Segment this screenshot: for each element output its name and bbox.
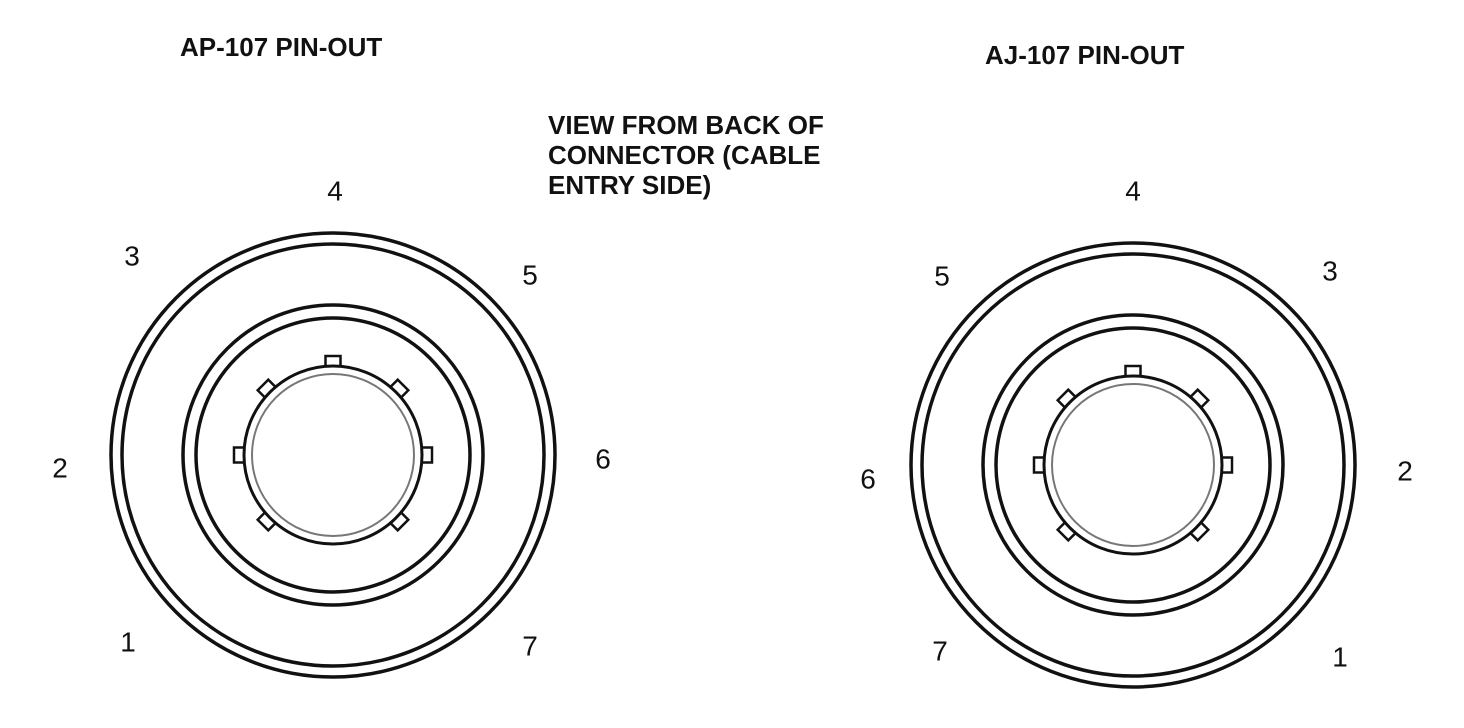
ap107-pin-label-right: 6	[595, 443, 611, 474]
aj107-insert-outer-ring	[981, 313, 1285, 617]
ap107-shell-inner-ring	[120, 242, 546, 668]
aj107-title: AJ-107 PIN-OUT	[985, 40, 1184, 70]
ap107-center-hub-inner	[251, 373, 415, 537]
aj107-shell-inner-ring	[920, 252, 1346, 678]
ap107-pin-labels: 4 5 6 7 1 2 3	[52, 175, 611, 661]
ap107-title: AP-107 PIN-OUT	[180, 32, 382, 62]
ap107-pin-label-upper-right: 5	[522, 259, 538, 290]
aj107-pin-label-lower-right: 1	[1332, 641, 1348, 672]
ap107-insert-inner-ring	[194, 316, 472, 594]
aj107-insert-inner-ring	[994, 326, 1272, 604]
ap107-shell-outer-ring	[109, 231, 557, 679]
view-note-line-1: VIEW FROM BACK OF	[548, 110, 824, 140]
ap107-insert-outer-ring	[181, 303, 485, 607]
aj107-pin-label-upper-left: 5	[934, 260, 950, 291]
aj107-pin-label-right: 2	[1397, 455, 1413, 486]
aj107-pin-label-upper-right: 3	[1322, 255, 1338, 286]
ap107-pin-label-lower-right: 7	[522, 630, 538, 661]
ap107-pin-label-left: 2	[52, 452, 68, 483]
aj107-center-hub	[1042, 374, 1224, 556]
ap107-pin-label-upper-left: 3	[124, 240, 140, 271]
ap107-center-hub	[242, 364, 424, 546]
view-note: VIEW FROM BACK OF CONNECTOR (CABLE ENTRY…	[548, 110, 824, 200]
aj107-center-hub-inner	[1051, 383, 1215, 547]
aj107-pin-labels: 4 3 2 1 7 6 5	[860, 175, 1413, 672]
aj107-shell-outer-ring	[909, 241, 1357, 689]
ap107-pin-label-lower-left: 1	[120, 626, 136, 657]
view-note-line-2: CONNECTOR (CABLE	[548, 140, 821, 170]
aj107-pin-label-lower-left: 7	[932, 635, 948, 666]
view-note-line-3: ENTRY SIDE)	[548, 170, 711, 200]
aj107-pin-label-left: 6	[860, 463, 876, 494]
aj107-pin-label-top: 4	[1125, 175, 1141, 206]
aj107-connector: 4 3 2 1 7 6 5	[860, 175, 1413, 689]
ap107-pin-label-top: 4	[327, 175, 343, 206]
ap107-connector: 4 5 6 7 1 2 3	[52, 175, 611, 679]
